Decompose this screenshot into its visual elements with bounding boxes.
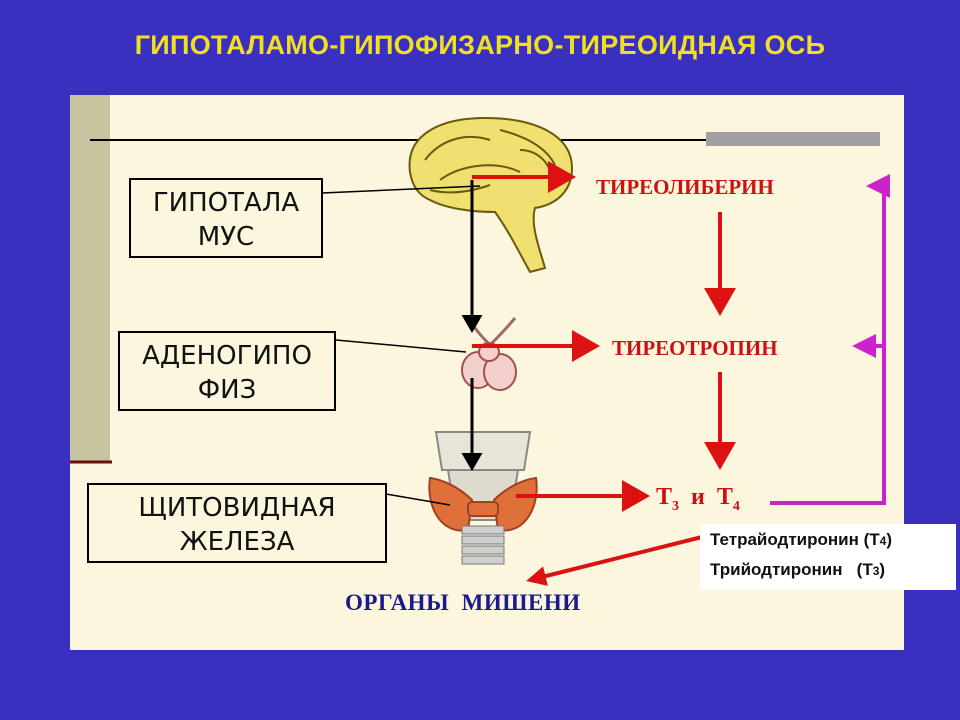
grey-bar-decoration (706, 132, 880, 146)
legend-t4-sub: 4 (879, 534, 887, 548)
legend-t3-sub: 3 (872, 564, 880, 578)
adenohypophysis-label-line1: АДЕНОГИПО (142, 341, 312, 371)
t3-symbol: Т (656, 484, 673, 510)
arrow-to-target-organs (526, 534, 707, 586)
t3-subscript: 3 (672, 498, 680, 514)
hypothalamus-label-box: ГИПОТАЛА МУС (129, 178, 323, 258)
legend-t3-close: ) (879, 560, 886, 579)
hypothalamus-label-line2: МУС (197, 222, 255, 252)
hormone-legend: Тетрайодтиронин (Т4) Трийодтиронин (Т3) (700, 524, 956, 590)
legend-t3-name: Трийодтиронин (Т (710, 560, 873, 579)
thyroid-label-box: ЩИТОВИДНАЯ ЖЕЛЕЗА (87, 483, 387, 563)
thyroid-label-line1: ЩИТОВИДНАЯ (138, 493, 336, 523)
thyroid-label-line2: ЖЕЛЕЗА (179, 527, 295, 557)
adenohypophysis-label-line2: ФИЗ (197, 375, 257, 405)
t4-symbol: Т (716, 484, 733, 510)
t4-subscript: 4 (732, 498, 740, 514)
trh-label: ТИРЕОЛИБЕРИН (596, 175, 774, 199)
legend-t4-name: Тетрайодтиронин (Т (710, 530, 880, 549)
left-bar-decoration (70, 95, 110, 463)
hypothalamus-label-line1: ГИПОТАЛА (152, 188, 300, 218)
thyroid-pointer (385, 493, 451, 506)
brain-illustration (408, 116, 574, 274)
hypothalamus-pointer (321, 185, 481, 194)
pituitary-pointer (335, 339, 467, 353)
target-organs-label: ОРГАНЫ МИШЕНИ (345, 590, 581, 615)
legend-t4-entry: Тетрайодтиронин (Т4) (710, 530, 892, 550)
and-word: и (691, 484, 705, 510)
t3-t4-label: Т3 и Т4 (656, 484, 740, 515)
legend-t3-entry: Трийодтиронин (Т3) (710, 560, 885, 580)
pituitary-illustration (461, 317, 517, 391)
legend-t4-close: ) (886, 530, 892, 549)
thyroid-illustration (428, 431, 538, 565)
tsh-label: ТИРЕОТРОПИН (612, 336, 778, 360)
slide-title: ГИПОТАЛАМО-ГИПОФИЗАРНО-ТИРЕОИДНАЯ ОСЬ (134, 30, 826, 60)
adenohypophysis-label-box: АДЕНОГИПО ФИЗ (118, 331, 336, 411)
